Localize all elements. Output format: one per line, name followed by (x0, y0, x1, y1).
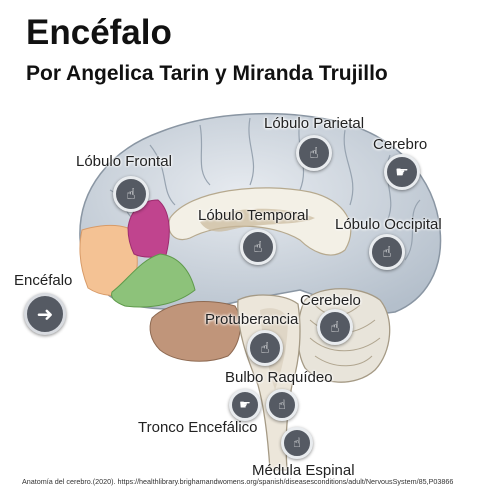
page-subtitle: Por Angelica Tarin y Miranda Trujillo (26, 62, 388, 85)
label-cerebelo: Cerebelo (300, 292, 361, 309)
hand-pointer-icon: ☝ (126, 186, 136, 203)
hotspot-cerebro-button[interactable]: ☛ (384, 154, 420, 190)
hotspot-bulbo-raquideo-button[interactable]: ☛ (229, 389, 261, 421)
hand-link-icon: ☛ (395, 164, 409, 181)
label-lobulo-parietal: Lóbulo Parietal (264, 115, 365, 132)
hotspot-tronco-button[interactable]: ☝ (266, 389, 298, 421)
hand-link-icon: ☛ (239, 397, 251, 412)
hand-pointer-icon: ☝ (309, 145, 319, 162)
label-lobulo-frontal: Lóbulo Frontal (76, 153, 172, 170)
label-encefalo: Encéfalo (14, 272, 73, 289)
hand-pointer-icon: ☝ (253, 239, 263, 256)
label-medula-espinal: Médula Espinal (252, 462, 355, 479)
arrow-right-icon: ➜ (36, 303, 54, 326)
label-lobulo-temporal: Lóbulo Temporal (198, 207, 309, 224)
hand-pointer-icon: ☝ (260, 340, 270, 357)
hotspot-lobulo-parietal-button[interactable]: ☝ (296, 135, 332, 171)
green-region (111, 253, 196, 308)
hand-pointer-icon: ☝ (278, 397, 286, 412)
hotspot-cerebelo-button[interactable]: ☝ (317, 309, 353, 345)
hotspot-lobulo-temporal-button[interactable]: ☝ (240, 229, 276, 265)
label-protuberancia: Protuberancia (205, 311, 299, 328)
hand-pointer-icon: ☝ (293, 435, 301, 450)
hand-pointer-icon: ☝ (382, 244, 392, 261)
label-lobulo-occipital: Lóbulo Occipital (335, 216, 442, 233)
ventricle (200, 208, 315, 232)
hotspot-lobulo-occipital-button[interactable]: ☝ (369, 234, 405, 270)
source-credit: Anatomía del cerebro.(2020). https://hea… (22, 477, 454, 486)
page-title: Encéfalo (26, 13, 172, 52)
hotspot-medula-espinal-button[interactable]: ☝ (281, 427, 313, 459)
label-cerebro: Cerebro (373, 136, 428, 153)
hotspot-lobulo-frontal-button[interactable]: ☝ (113, 176, 149, 212)
label-bulbo-raquideo: Bulbo Raquídeo (225, 369, 333, 386)
hotspot-protuberancia-button[interactable]: ☝ (247, 330, 283, 366)
hand-pointer-icon: ☝ (330, 319, 340, 336)
encefalo-next-button[interactable]: ➜ (24, 293, 66, 335)
brown-region (149, 301, 241, 362)
label-tronco-encefalico: Tronco Encefálico (138, 419, 258, 436)
